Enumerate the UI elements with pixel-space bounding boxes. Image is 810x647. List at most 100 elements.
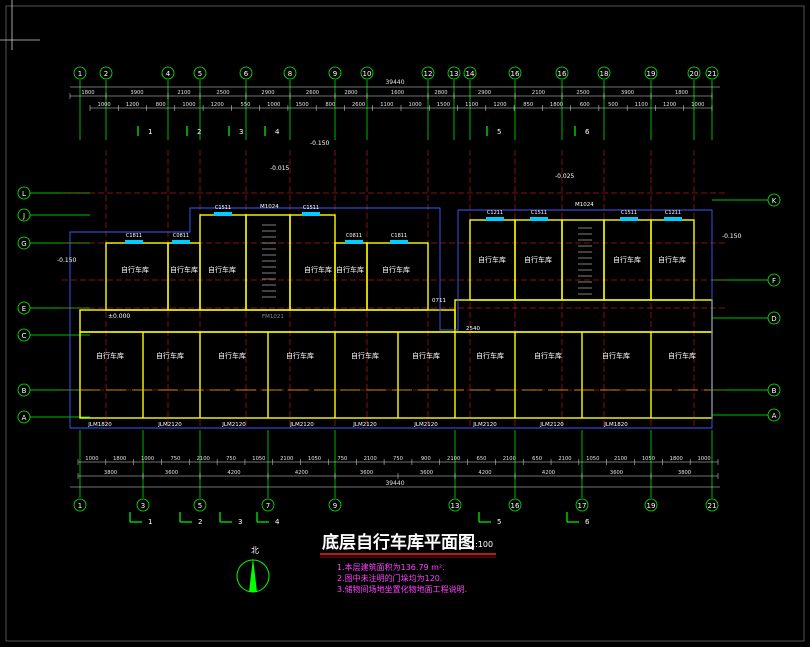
dim-top-row2-label: 550 — [241, 102, 251, 108]
elevation-label: -0.150 — [57, 257, 77, 264]
dim-top-row2-label: 1000 — [409, 102, 422, 108]
dim-bottom-row1-label: 750 — [226, 456, 236, 462]
axis-bubble-bottom — [705, 498, 719, 512]
axis-label-right: K — [772, 197, 777, 205]
axis-label-left: J — [22, 212, 25, 220]
axis-label-top: 1 — [78, 70, 82, 78]
axis-label-bottom: 17 — [578, 502, 587, 510]
axis-label-bottom: 1 — [78, 502, 82, 510]
window-code: C1511 — [621, 210, 637, 216]
dim-top-row2-label: 1000 — [691, 102, 704, 108]
axis-bubble-left — [17, 186, 31, 200]
room-label-lower: 自行车库 — [156, 351, 184, 360]
dim-top-row2-label: 850 — [523, 102, 533, 108]
window-mark — [345, 240, 363, 244]
dim-top-row2-label: 1200 — [663, 102, 676, 108]
wall-right-corridor — [454, 299, 713, 333]
wall-room-ul2 — [167, 242, 201, 311]
stair-label-1: M1024 — [260, 204, 279, 210]
door-code: JLM2120 — [472, 422, 497, 428]
dim-bottom-row2-label: 4200 — [542, 470, 555, 476]
axis-label-left: C — [22, 332, 27, 340]
dim-top-row2-label: 500 — [608, 102, 618, 108]
window-code: C1811 — [126, 233, 142, 239]
dim-bottom-row2-label: 4200 — [478, 470, 491, 476]
window-mark — [302, 212, 320, 216]
wall-room-ul4 — [289, 214, 336, 311]
dim-top-row1-label: 1800 — [675, 90, 688, 96]
dim-bottom-row1-label: 2100 — [503, 456, 516, 462]
section-mark-label-bottom: 1 — [148, 518, 152, 526]
axis-bubble-bottom — [508, 498, 522, 512]
axis-label-bottom: 16 — [511, 502, 520, 510]
outer-frame — [5, 5, 805, 642]
dim-top-row2-label: 1000 — [182, 102, 195, 108]
window-mark — [664, 217, 682, 221]
room-label-lower: 自行车库 — [668, 351, 696, 360]
section-mark-label: 5 — [497, 128, 501, 136]
note-1: 1.本层建筑面积为136.79 m². — [337, 562, 445, 572]
section-mark-label: 1 — [148, 128, 152, 136]
axis-label-top: 21 — [708, 70, 717, 78]
axis-label-left: A — [22, 414, 27, 422]
dim-top-row1-label: 3900 — [621, 90, 634, 96]
axis-bubble-top — [555, 66, 569, 80]
window-code: C1211 — [487, 210, 503, 216]
axis-label-bottom: 7 — [266, 502, 270, 510]
axis-bubble-bottom — [261, 498, 275, 512]
dim-top-row2-label: 1200 — [126, 102, 139, 108]
window-code: C1511 — [531, 210, 547, 216]
dim-bottom-row1-label: 2100 — [197, 456, 210, 462]
dim-bottom-row1-label: 750 — [170, 456, 180, 462]
door-code: JLM2120 — [352, 422, 377, 428]
door-code: JLM1820 — [603, 422, 628, 428]
total-dim-bottom: 39440 — [385, 480, 404, 487]
axis-bubble-top — [73, 66, 87, 80]
dim-bottom-row1-label: 1000 — [85, 456, 98, 462]
dim-top-row2-label: 1500 — [295, 102, 308, 108]
room-label-upper: 自行车库 — [170, 265, 198, 274]
axis-bubble-left — [17, 410, 31, 424]
drawing-title: 底层自行车库平面图 — [322, 532, 475, 553]
axis-label-top: 16 — [511, 70, 520, 78]
window-mark — [172, 240, 190, 244]
north-arrow-icon: 北 — [236, 546, 270, 593]
window-code: C1811 — [391, 233, 407, 239]
axis-bubble-right — [767, 408, 781, 422]
blue-boundary — [69, 207, 713, 429]
dim-top-row1-label: 2900 — [261, 90, 274, 96]
axis-bubble-right — [767, 273, 781, 287]
axis-label-bottom: 5 — [198, 502, 202, 510]
axis-bubble-top — [508, 66, 522, 80]
dim-bottom-row1-label: 750 — [393, 456, 403, 462]
dim-top-row2-label: 1800 — [550, 102, 563, 108]
axis-label-top: 9 — [333, 70, 337, 78]
drawing-scale: 1:100 — [470, 540, 493, 549]
axis-label-top: 19 — [647, 70, 656, 78]
axis-label-top: 18 — [600, 70, 609, 78]
axis-bubble-right — [767, 383, 781, 397]
dim-bottom-row2-label: 4200 — [295, 470, 308, 476]
dim-top-row1-label: 2100 — [177, 90, 190, 96]
ramp-label: 0711 — [432, 298, 446, 304]
dim-top-row1-label: 2500 — [216, 90, 229, 96]
dim-top-row1-label: 2600 — [306, 90, 319, 96]
window-mark — [125, 240, 143, 244]
dim-bottom-row2-label: 4200 — [227, 470, 240, 476]
dim-bottom-row1-label: 2100 — [614, 456, 627, 462]
room-label-upper: 自行车库 — [304, 265, 332, 274]
door-code: JLM1820 — [87, 422, 112, 428]
door-code: JLM2120 — [157, 422, 182, 428]
dim-top-row1-label: 2500 — [576, 90, 589, 96]
room-label-upper: 自行车库 — [478, 255, 506, 264]
wall-stair-left — [245, 214, 291, 311]
room-label-upper: 自行车库 — [658, 255, 686, 264]
room-label-upper: 自行车库 — [336, 265, 364, 274]
room-label-lower: 自行车库 — [476, 351, 504, 360]
